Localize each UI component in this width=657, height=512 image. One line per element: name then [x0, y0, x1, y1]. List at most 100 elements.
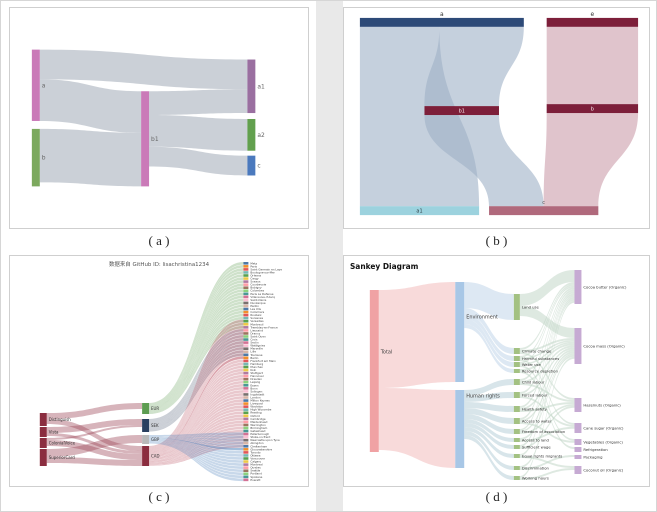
- svg-text:Stoke-on-Trent: Stoke-on-Trent: [250, 435, 271, 439]
- svg-text:Bonn: Bonn: [250, 386, 257, 390]
- svg-text:High Wycombe: High Wycombe: [250, 408, 271, 412]
- svg-text:Montreuil: Montreuil: [250, 322, 263, 326]
- svg-text:Croix: Croix: [250, 338, 257, 342]
- column-gutter: [316, 1, 343, 511]
- svg-text:GBP: GBP: [151, 437, 160, 442]
- svg-text:Warrington: Warrington: [250, 423, 266, 427]
- svg-text:Colomiers: Colomiers: [250, 310, 264, 314]
- svg-text:Vancouver: Vancouver: [250, 456, 265, 460]
- svg-text:Discrimination: Discrimination: [522, 465, 550, 470]
- svg-text:Frankfurt am Main: Frankfurt am Main: [250, 359, 276, 363]
- svg-text:a1: a1: [257, 83, 265, 90]
- svg-text:Solingen: Solingen: [250, 389, 262, 393]
- svg-text:Sceaux: Sceaux: [250, 280, 260, 284]
- svg-text:Resource depletion: Resource depletion: [522, 368, 559, 373]
- svg-text:Land use: Land use: [522, 304, 540, 309]
- svg-text:Cergy: Cergy: [250, 277, 258, 281]
- svg-text:Essen: Essen: [250, 383, 258, 387]
- svg-text:Paris: Paris: [250, 264, 257, 268]
- svg-text:Cambridge: Cambridge: [250, 417, 266, 421]
- svg-text:Woolston: Woolston: [250, 405, 263, 409]
- svg-text:Lieusaint: Lieusaint: [250, 328, 263, 332]
- svg-text:Climate change: Climate change: [522, 348, 552, 353]
- svg-text:Forced labour: Forced labour: [522, 392, 548, 397]
- svg-text:Marseille: Marseille: [250, 347, 263, 351]
- svg-text:Calgary: Calgary: [250, 460, 261, 464]
- svg-text:Abingdon: Abingdon: [250, 441, 263, 445]
- svg-text:Child labour: Child labour: [522, 379, 545, 384]
- svg-text:Health safety: Health safety: [522, 406, 548, 411]
- svg-text:Saint-Denis: Saint-Denis: [250, 298, 266, 302]
- svg-text:Total: Total: [380, 350, 393, 356]
- svg-text:Dresden: Dresden: [250, 377, 262, 381]
- svg-text:Access to land: Access to land: [522, 437, 550, 442]
- svg-text:Refrigeration: Refrigeration: [583, 447, 608, 452]
- svg-text:Colombes: Colombes: [250, 289, 264, 293]
- svg-text:Berlin: Berlin: [250, 356, 258, 360]
- svg-text:Courbevoie: Courbevoie: [250, 283, 266, 287]
- svg-text:a2: a2: [257, 132, 265, 139]
- svg-text:Paris La Defense: Paris La Defense: [250, 292, 273, 296]
- caption-a: ( a ): [148, 233, 170, 248]
- svg-text:London: London: [250, 395, 260, 399]
- svg-text:a: a: [42, 82, 46, 89]
- svg-text:Lille: Lille: [250, 350, 256, 354]
- svg-text:Maidenhead: Maidenhead: [250, 420, 267, 424]
- svg-text:Saint Germain en Laye: Saint Germain en Laye: [250, 267, 282, 271]
- svg-text:Drancy: Drancy: [250, 331, 260, 335]
- svg-text:Portland: Portland: [250, 472, 262, 476]
- svg-text:Vegetables (Organic): Vegetables (Organic): [583, 439, 623, 444]
- svg-text:Sufficient wage: Sufficient wage: [522, 444, 552, 449]
- svg-text:Metz: Metz: [250, 261, 257, 265]
- svg-text:Liverpool: Liverpool: [250, 402, 263, 406]
- svg-text:c: c: [257, 163, 260, 170]
- svg-text:Human rights: Human rights: [466, 394, 500, 400]
- svg-text:Birmingham: Birmingham: [250, 426, 267, 430]
- svg-text:Coconut oil (Organic): Coconut oil (Organic): [583, 467, 623, 472]
- svg-text:SEK: SEK: [151, 423, 159, 428]
- svg-text:Cocoa butter (Organic): Cocoa butter (Organic): [583, 284, 627, 289]
- svg-text:Cocoa mass (Organic): Cocoa mass (Organic): [583, 343, 625, 348]
- caption-b: ( b ): [485, 233, 508, 248]
- svg-text:Orleans: Orleans: [250, 273, 261, 277]
- svg-text:b1: b1: [459, 108, 465, 114]
- svg-text:数据来自 GitHub ID: lisachristina1: 数据来自 GitHub ID: lisachristina1234: [109, 260, 210, 268]
- svg-text:c: c: [542, 200, 545, 206]
- caption-c: ( c ): [148, 489, 170, 504]
- svg-text:Gloucestershire: Gloucestershire: [250, 447, 272, 451]
- svg-text:Access to water: Access to water: [522, 418, 552, 423]
- svg-text:Gateshead: Gateshead: [250, 429, 265, 433]
- svg-text:b: b: [591, 106, 594, 112]
- svg-text:Milton Keynes: Milton Keynes: [250, 399, 270, 403]
- svg-text:Villeneuve-d'Ascq: Villeneuve-d'Ascq: [250, 295, 275, 299]
- svg-text:Harmful substances: Harmful substances: [522, 356, 559, 361]
- svg-text:Leipzig: Leipzig: [250, 380, 260, 384]
- svg-text:EUR: EUR: [151, 406, 159, 411]
- svg-text:Everett: Everett: [250, 478, 261, 482]
- svg-text:Water use: Water use: [522, 362, 542, 367]
- svg-text:Toulouse: Toulouse: [249, 353, 262, 357]
- svg-text:a1: a1: [416, 208, 422, 214]
- svg-text:Hannover: Hannover: [250, 374, 264, 378]
- svg-text:b: b: [42, 155, 46, 162]
- svg-text:Reading: Reading: [250, 411, 261, 415]
- svg-text:Freedom of association: Freedom of association: [522, 429, 566, 434]
- svg-text:CAD: CAD: [151, 453, 160, 458]
- svg-text:Environment: Environment: [466, 315, 498, 321]
- svg-text:Cane sugar (Organic): Cane sugar (Organic): [583, 425, 624, 430]
- svg-text:Seattle: Seattle: [250, 469, 260, 473]
- svg-text:Cheltenham: Cheltenham: [250, 444, 267, 448]
- svg-text:Toronto: Toronto: [249, 450, 261, 454]
- svg-text:Roubaix: Roubaix: [250, 313, 261, 317]
- svg-text:Koln: Koln: [250, 368, 256, 372]
- caption-d: ( d ): [485, 489, 508, 504]
- svg-text:Stuttgart: Stuttgart: [250, 371, 263, 375]
